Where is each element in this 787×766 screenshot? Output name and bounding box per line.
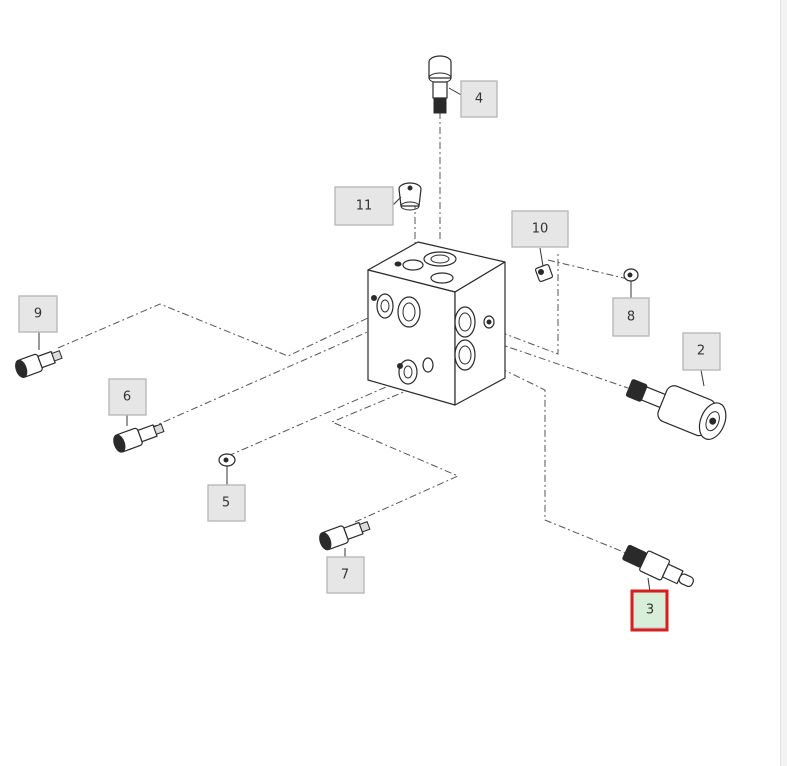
manifold-block: [367, 241, 506, 406]
part-11-plug: [392, 182, 422, 211]
callout-7[interactable]: 7: [326, 556, 365, 594]
callout-5-label: 5: [222, 496, 230, 511]
callout-4-label: 4: [475, 92, 483, 107]
callout-10[interactable]: 10: [511, 210, 569, 248]
block-top-port: [430, 272, 454, 284]
block-top-port: [402, 259, 424, 271]
selected-highlight: [630, 589, 669, 632]
line-part-9: [57, 303, 373, 357]
part-9-fitting: [15, 332, 63, 378]
part-4-valve: [428, 55, 464, 114]
part-10-fitting: [534, 247, 554, 283]
callout-8-label: 8: [627, 310, 635, 325]
block-right-port: [454, 339, 476, 371]
block-top-port: [423, 251, 457, 267]
assembly-lines: [57, 112, 633, 554]
callout-5[interactable]: 5: [207, 484, 246, 522]
callout-3[interactable]: 3: [630, 589, 669, 632]
callout-6[interactable]: 6: [108, 378, 147, 416]
line-part-2: [481, 337, 629, 389]
callout-3-label: 3: [646, 603, 654, 618]
callout-4[interactable]: 4: [460, 80, 498, 118]
line-part-8: [547, 259, 633, 281]
line-part-7: [330, 385, 460, 523]
callout-6-label: 6: [123, 390, 131, 405]
callout-11-label: 11: [356, 199, 373, 214]
callout-8[interactable]: 8: [612, 297, 650, 337]
line-part-10: [499, 254, 559, 355]
part-8-plug: [623, 268, 639, 298]
callout-9-label: 9: [34, 307, 42, 322]
right-edge-divider: [780, 0, 787, 766]
part-6-fitting: [113, 414, 165, 453]
line-part-3: [499, 367, 627, 554]
block-left-port: [422, 357, 434, 373]
block-left-port: [397, 296, 421, 328]
part-7-fitting: [319, 521, 371, 558]
callout-10-label: 10: [532, 222, 549, 237]
callout-2[interactable]: 2: [682, 332, 721, 371]
part-5-plug: [218, 453, 236, 486]
part-2-solenoid: [625, 369, 727, 440]
block-left-port: [398, 359, 418, 385]
block-left-face: [367, 269, 456, 406]
callout-2-label: 2: [697, 344, 705, 359]
callout-7-label: 7: [341, 568, 349, 583]
block-left-port: [376, 293, 394, 319]
line-part-5: [227, 379, 403, 457]
block-right-port: [454, 306, 476, 338]
callout-11[interactable]: 11: [334, 186, 394, 226]
callout-9[interactable]: 9: [18, 295, 58, 333]
line-part-6: [149, 329, 373, 429]
part-3-valve: [622, 544, 695, 593]
